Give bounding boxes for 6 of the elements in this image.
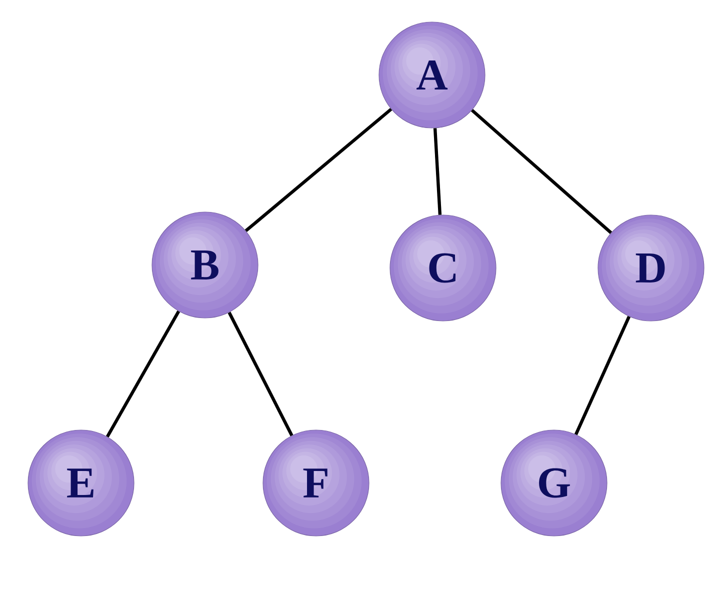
edge-line — [244, 108, 392, 232]
edge-line — [228, 312, 294, 436]
edge-line — [433, 128, 442, 215]
edge-line — [470, 109, 612, 234]
edge-line — [574, 316, 631, 436]
edge-line — [106, 310, 180, 438]
